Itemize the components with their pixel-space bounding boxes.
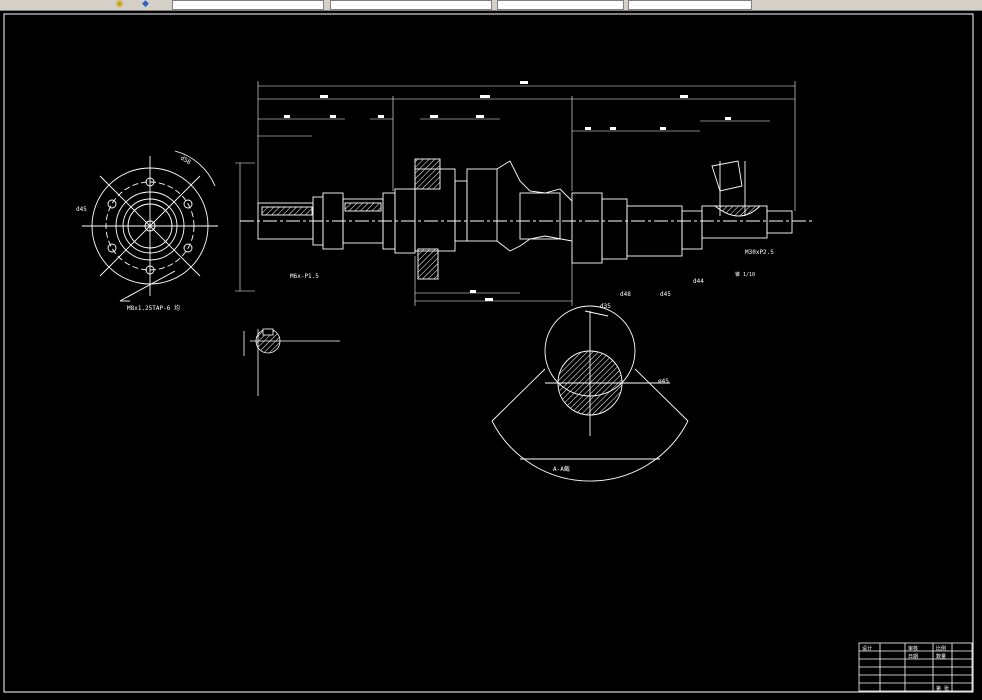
taper-note: 锥 1/10: [735, 271, 755, 278]
shaft-side-view: [240, 158, 812, 280]
dim-d48: d48: [620, 291, 631, 298]
cad-drawing[interactable]: 设计 审核 比例 数量 日期 第 张 d58 d45 M8x1.25TAP-6 …: [0, 11, 982, 696]
thread-m6-label: M6x-P1.5: [290, 273, 319, 280]
title-check: 审核: [908, 645, 918, 652]
section-angle-label: ø45: [658, 378, 669, 385]
dimension-lines: [235, 81, 796, 306]
section-aa-view: [491, 305, 689, 482]
paint-bucket-icon[interactable]: ◉: [115, 0, 124, 9]
title-sheet: 第 张: [936, 685, 949, 692]
dim-d44: d44: [693, 278, 704, 285]
lineweight-dropdown[interactable]: [628, 0, 752, 10]
thread-m30-label: M30xP2.5: [745, 249, 774, 256]
title-qty: 数量: [936, 653, 946, 660]
dim-flange-left: d45: [76, 206, 87, 213]
dimension-ticks: [284, 81, 731, 301]
flange-end-view: [82, 150, 218, 302]
linetype-dropdown[interactable]: [497, 0, 624, 10]
title-date: 日期: [908, 654, 918, 660]
key-section-view: [243, 328, 340, 396]
bolt-note: M8x1.25TAP-6 均: [127, 304, 180, 312]
section-title: A-A截: [553, 465, 570, 473]
dim-flange-top: d58: [179, 155, 192, 167]
shield-icon[interactable]: ◆: [142, 0, 149, 9]
dim-d45-right: d45: [660, 291, 671, 298]
layer-dropdown[interactable]: [172, 0, 324, 10]
drawing-canvas[interactable]: 设计 审核 比例 数量 日期 第 张 d58 d45 M8x1.25TAP-6 …: [0, 11, 982, 696]
color-dropdown[interactable]: [330, 0, 492, 10]
title-block: [858, 642, 973, 692]
title-scale: 比例: [936, 645, 946, 652]
drawing-border: [3, 13, 974, 693]
dim-d35: d35: [600, 303, 611, 310]
toolbar: ◉ ◆: [0, 0, 982, 11]
title-design: 设计: [862, 645, 872, 652]
